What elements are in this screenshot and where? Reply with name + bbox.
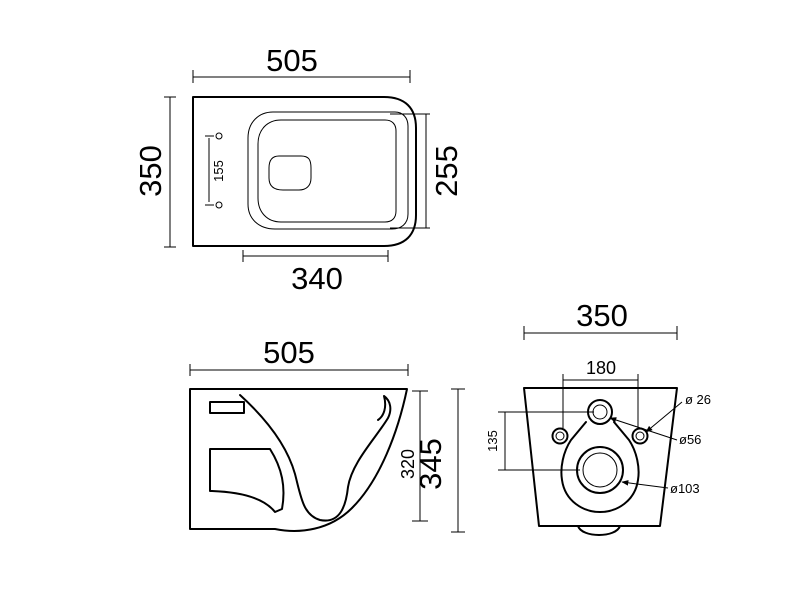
back-view-outline [523, 387, 678, 527]
side-view-trapway [239, 394, 392, 522]
dim-back-fix-height: 135 [485, 430, 500, 452]
back-outlet-outer [576, 446, 624, 494]
side-view-inlet [209, 401, 245, 414]
dim-side-height: 345 [413, 438, 448, 490]
dim-side-inner-height: 320 [398, 449, 418, 479]
label-dia-103: ø103 [670, 481, 700, 496]
top-view-outline [192, 96, 417, 247]
back-view: 350 180 135 ø 26 ø56 ø103 [485, 298, 711, 536]
dim-top-depth: 350 [133, 145, 168, 197]
dim-top-bowl-width: 255 [429, 145, 464, 197]
dim-top-bowl-length: 340 [291, 261, 343, 296]
dim-back-width: 350 [576, 298, 628, 333]
top-view-drain [268, 155, 312, 191]
dim-top-fix-spacing: 155 [211, 160, 226, 182]
back-fixing-hole-left [551, 427, 569, 445]
back-fixing-hole-right-inner [635, 431, 645, 441]
top-view-rim [247, 111, 409, 230]
back-outlet-inner [582, 452, 618, 488]
dim-top-width: 505 [266, 43, 318, 78]
back-inlet-inner [592, 404, 608, 420]
dim-side-length: 505 [263, 335, 315, 370]
top-fixing-hole-upper [215, 132, 223, 140]
back-view-bottom-bump [577, 525, 621, 536]
back-fixing-hole-left-inner [555, 431, 565, 441]
back-fixing-hole-right [631, 427, 649, 445]
leader-dia-56 [609, 417, 678, 441]
top-view: 155 505 350 255 340 [133, 43, 464, 296]
top-view-bowl [257, 119, 397, 223]
side-view: 505 320 345 [189, 335, 465, 533]
side-view-rear-cavity [209, 448, 285, 513]
top-fixing-hole-lower [215, 201, 223, 209]
dim-back-fix-spacing: 180 [586, 358, 616, 378]
label-dia-26: ø 26 [685, 392, 711, 407]
leader-dia-26 [645, 401, 683, 433]
back-view-keyhole [560, 421, 640, 513]
label-dia-56: ø56 [679, 432, 701, 447]
leader-dia-103 [621, 480, 669, 489]
side-view-outline [189, 388, 408, 532]
